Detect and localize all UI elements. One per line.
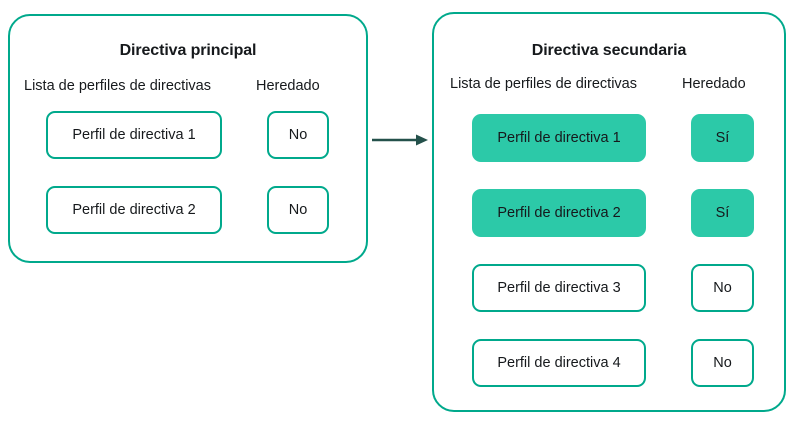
inherited-badge[interactable]: Sí [691,189,754,237]
primary-policy-panel: Directiva principal Lista de perfiles de… [8,14,368,263]
secondary-policy-panel: Directiva secundaria Lista de perfiles d… [432,12,786,412]
secondary-column-headers: Lista de perfiles de directivas Heredado [450,76,746,92]
secondary-panel-title: Directiva secundaria [531,42,687,59]
table-row: Perfil de directiva 2 Sí [434,189,784,237]
primary-column-headers: Lista de perfiles de directivas Heredado [24,78,320,94]
table-row: Perfil de directiva 1 No [10,111,366,159]
profile-box[interactable]: Perfil de directiva 1 [472,114,646,162]
primary-panel-title: Directiva principal [119,42,257,59]
profile-box[interactable]: Perfil de directiva 1 [46,111,222,159]
profile-box[interactable]: Perfil de directiva 4 [472,339,646,387]
inherited-badge[interactable]: No [267,186,329,234]
profile-box[interactable]: Perfil de directiva 2 [472,189,646,237]
table-row: Perfil de directiva 2 No [10,186,366,234]
secondary-rows: Perfil de directiva 1 Sí Perfil de direc… [434,114,784,387]
profile-box[interactable]: Perfil de directiva 3 [472,264,646,312]
column-header-inherited: Heredado [256,78,320,94]
table-row: Perfil de directiva 4 No [434,339,784,387]
column-header-profiles: Lista de perfiles de directivas [24,78,211,94]
inherited-badge[interactable]: No [267,111,329,159]
inherited-badge[interactable]: No [691,264,754,312]
primary-rows: Perfil de directiva 1 No Perfil de direc… [10,111,366,234]
profile-box[interactable]: Perfil de directiva 2 [46,186,222,234]
arrow-right-icon [372,134,428,146]
table-row: Perfil de directiva 3 No [434,264,784,312]
column-header-inherited: Heredado [682,76,746,92]
table-row: Perfil de directiva 1 Sí [434,114,784,162]
inherited-badge[interactable]: No [691,339,754,387]
column-header-profiles: Lista de perfiles de directivas [450,76,637,92]
inherited-badge[interactable]: Sí [691,114,754,162]
